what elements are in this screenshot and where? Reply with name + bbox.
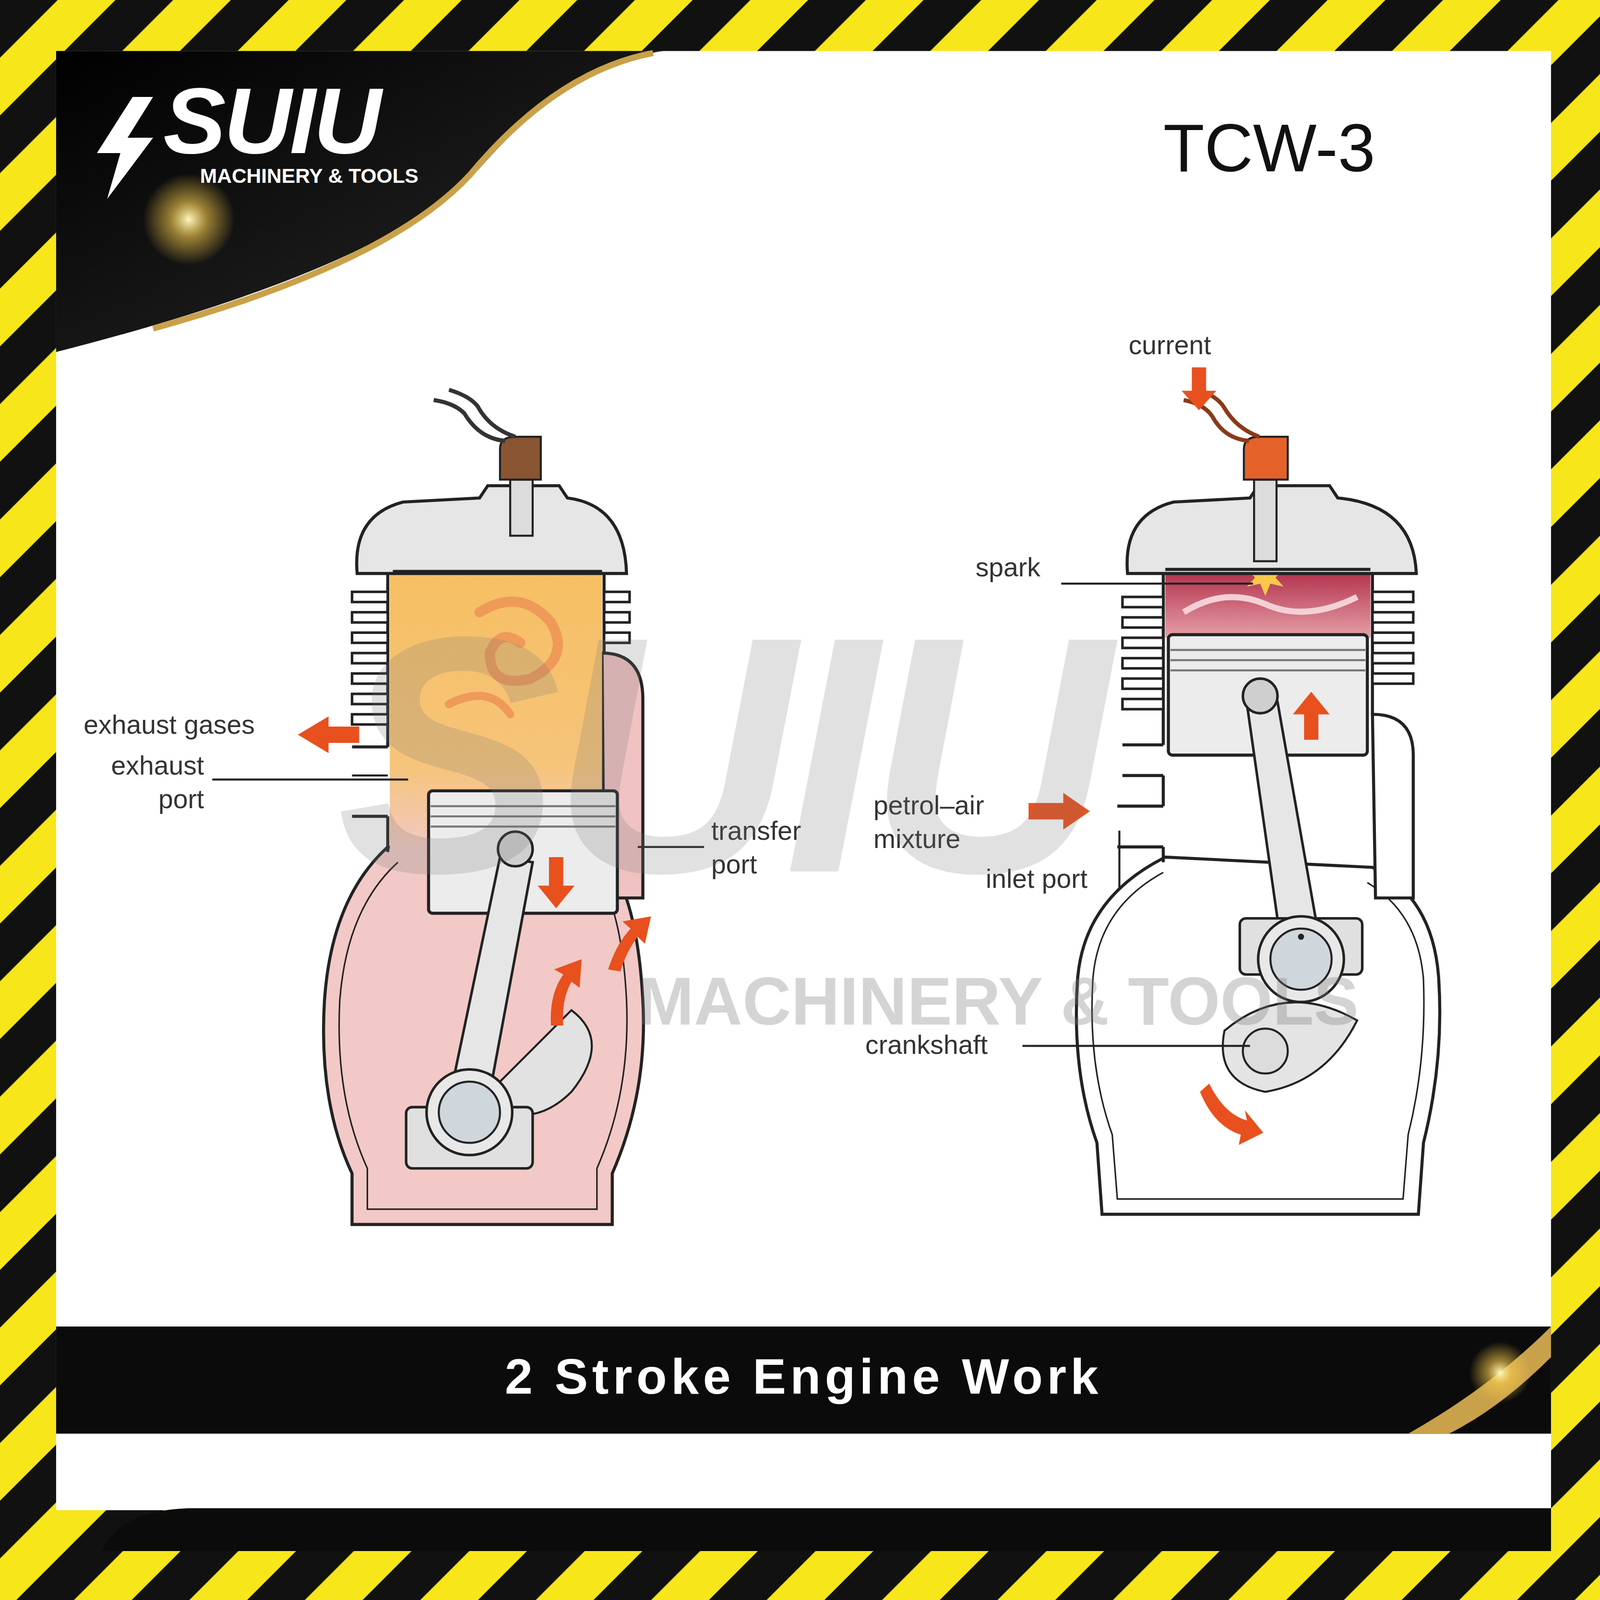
part-label: exhaust port <box>79 749 204 816</box>
part-label: exhaust gases <box>83 708 255 742</box>
part-label: current <box>1128 328 1212 362</box>
logo-text: SUIU <box>163 73 380 168</box>
model-code: TCW-3 <box>1163 114 1376 182</box>
watermark: SUIU <box>336 586 1101 924</box>
logo-subtitle: MACHINERY & TOOLS <box>200 163 419 189</box>
watermark: MACHINERY & TOOLS <box>637 959 1359 1044</box>
banner-title: 2 Stroke Engine Work <box>56 1344 1552 1410</box>
part-label: spark <box>975 550 1041 585</box>
